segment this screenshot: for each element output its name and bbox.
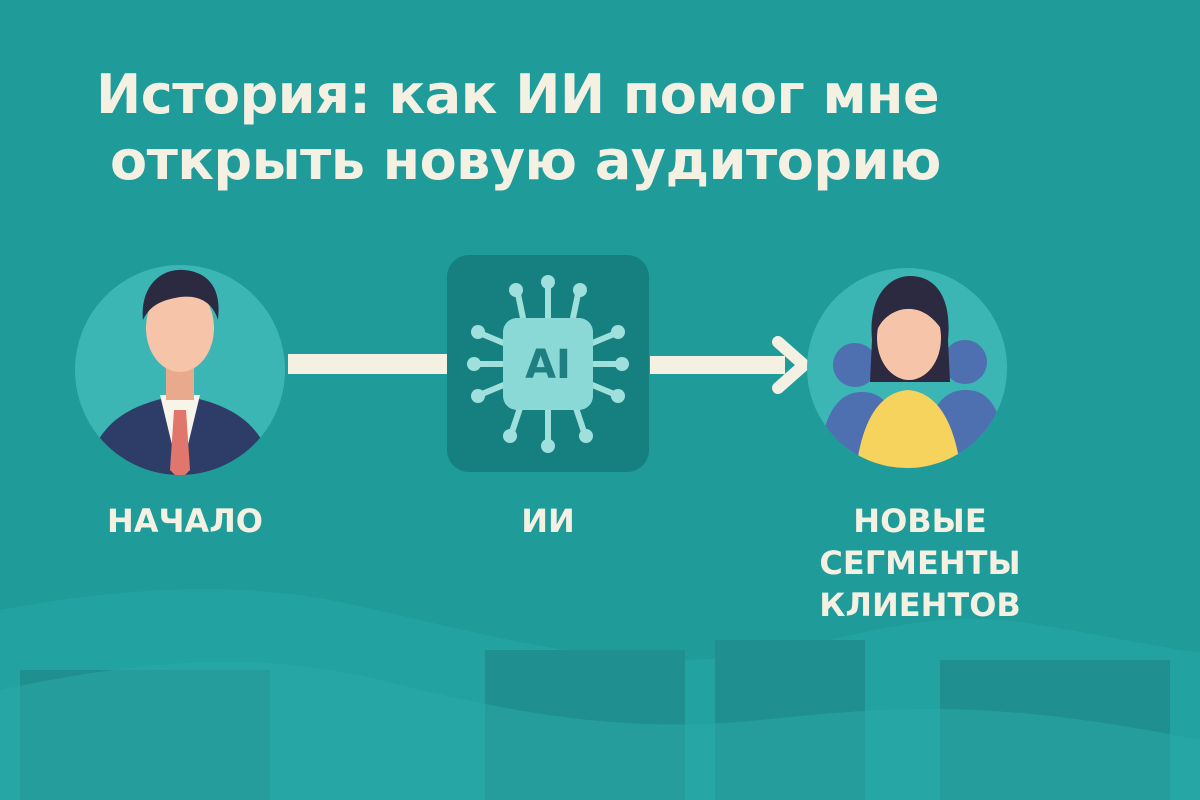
connector-line-start-to-ai	[288, 354, 448, 374]
arrow-ai-to-segments	[650, 342, 804, 388]
node-label-new-segments: НОВЫЕ СЕГМЕНТЫ КЛИЕНТОВ	[785, 500, 1055, 626]
page-title: История: как ИИ помог мне открыть новую …	[96, 62, 1156, 194]
node-label-new-segments-line-1: НОВЫЕ	[785, 500, 1055, 542]
businessman-avatar-icon	[75, 265, 285, 480]
ai-chip-text: AI	[525, 342, 571, 388]
title-line-1: История: как ИИ помог мне	[96, 62, 1156, 128]
ai-chip-icon: AI	[447, 255, 649, 472]
title-line-2: открыть новую аудиторию	[96, 128, 1156, 194]
node-label-ai-text: ИИ	[448, 500, 648, 542]
customer-segments-avatar-icon	[807, 268, 1008, 480]
node-label-start-text: НАЧАЛО	[85, 500, 285, 542]
node-label-ai: ИИ	[448, 500, 648, 542]
node-label-new-segments-line-3: КЛИЕНТОВ	[785, 584, 1055, 626]
node-label-start: НАЧАЛО	[85, 500, 285, 542]
node-label-new-segments-line-2: СЕГМЕНТЫ	[785, 542, 1055, 584]
